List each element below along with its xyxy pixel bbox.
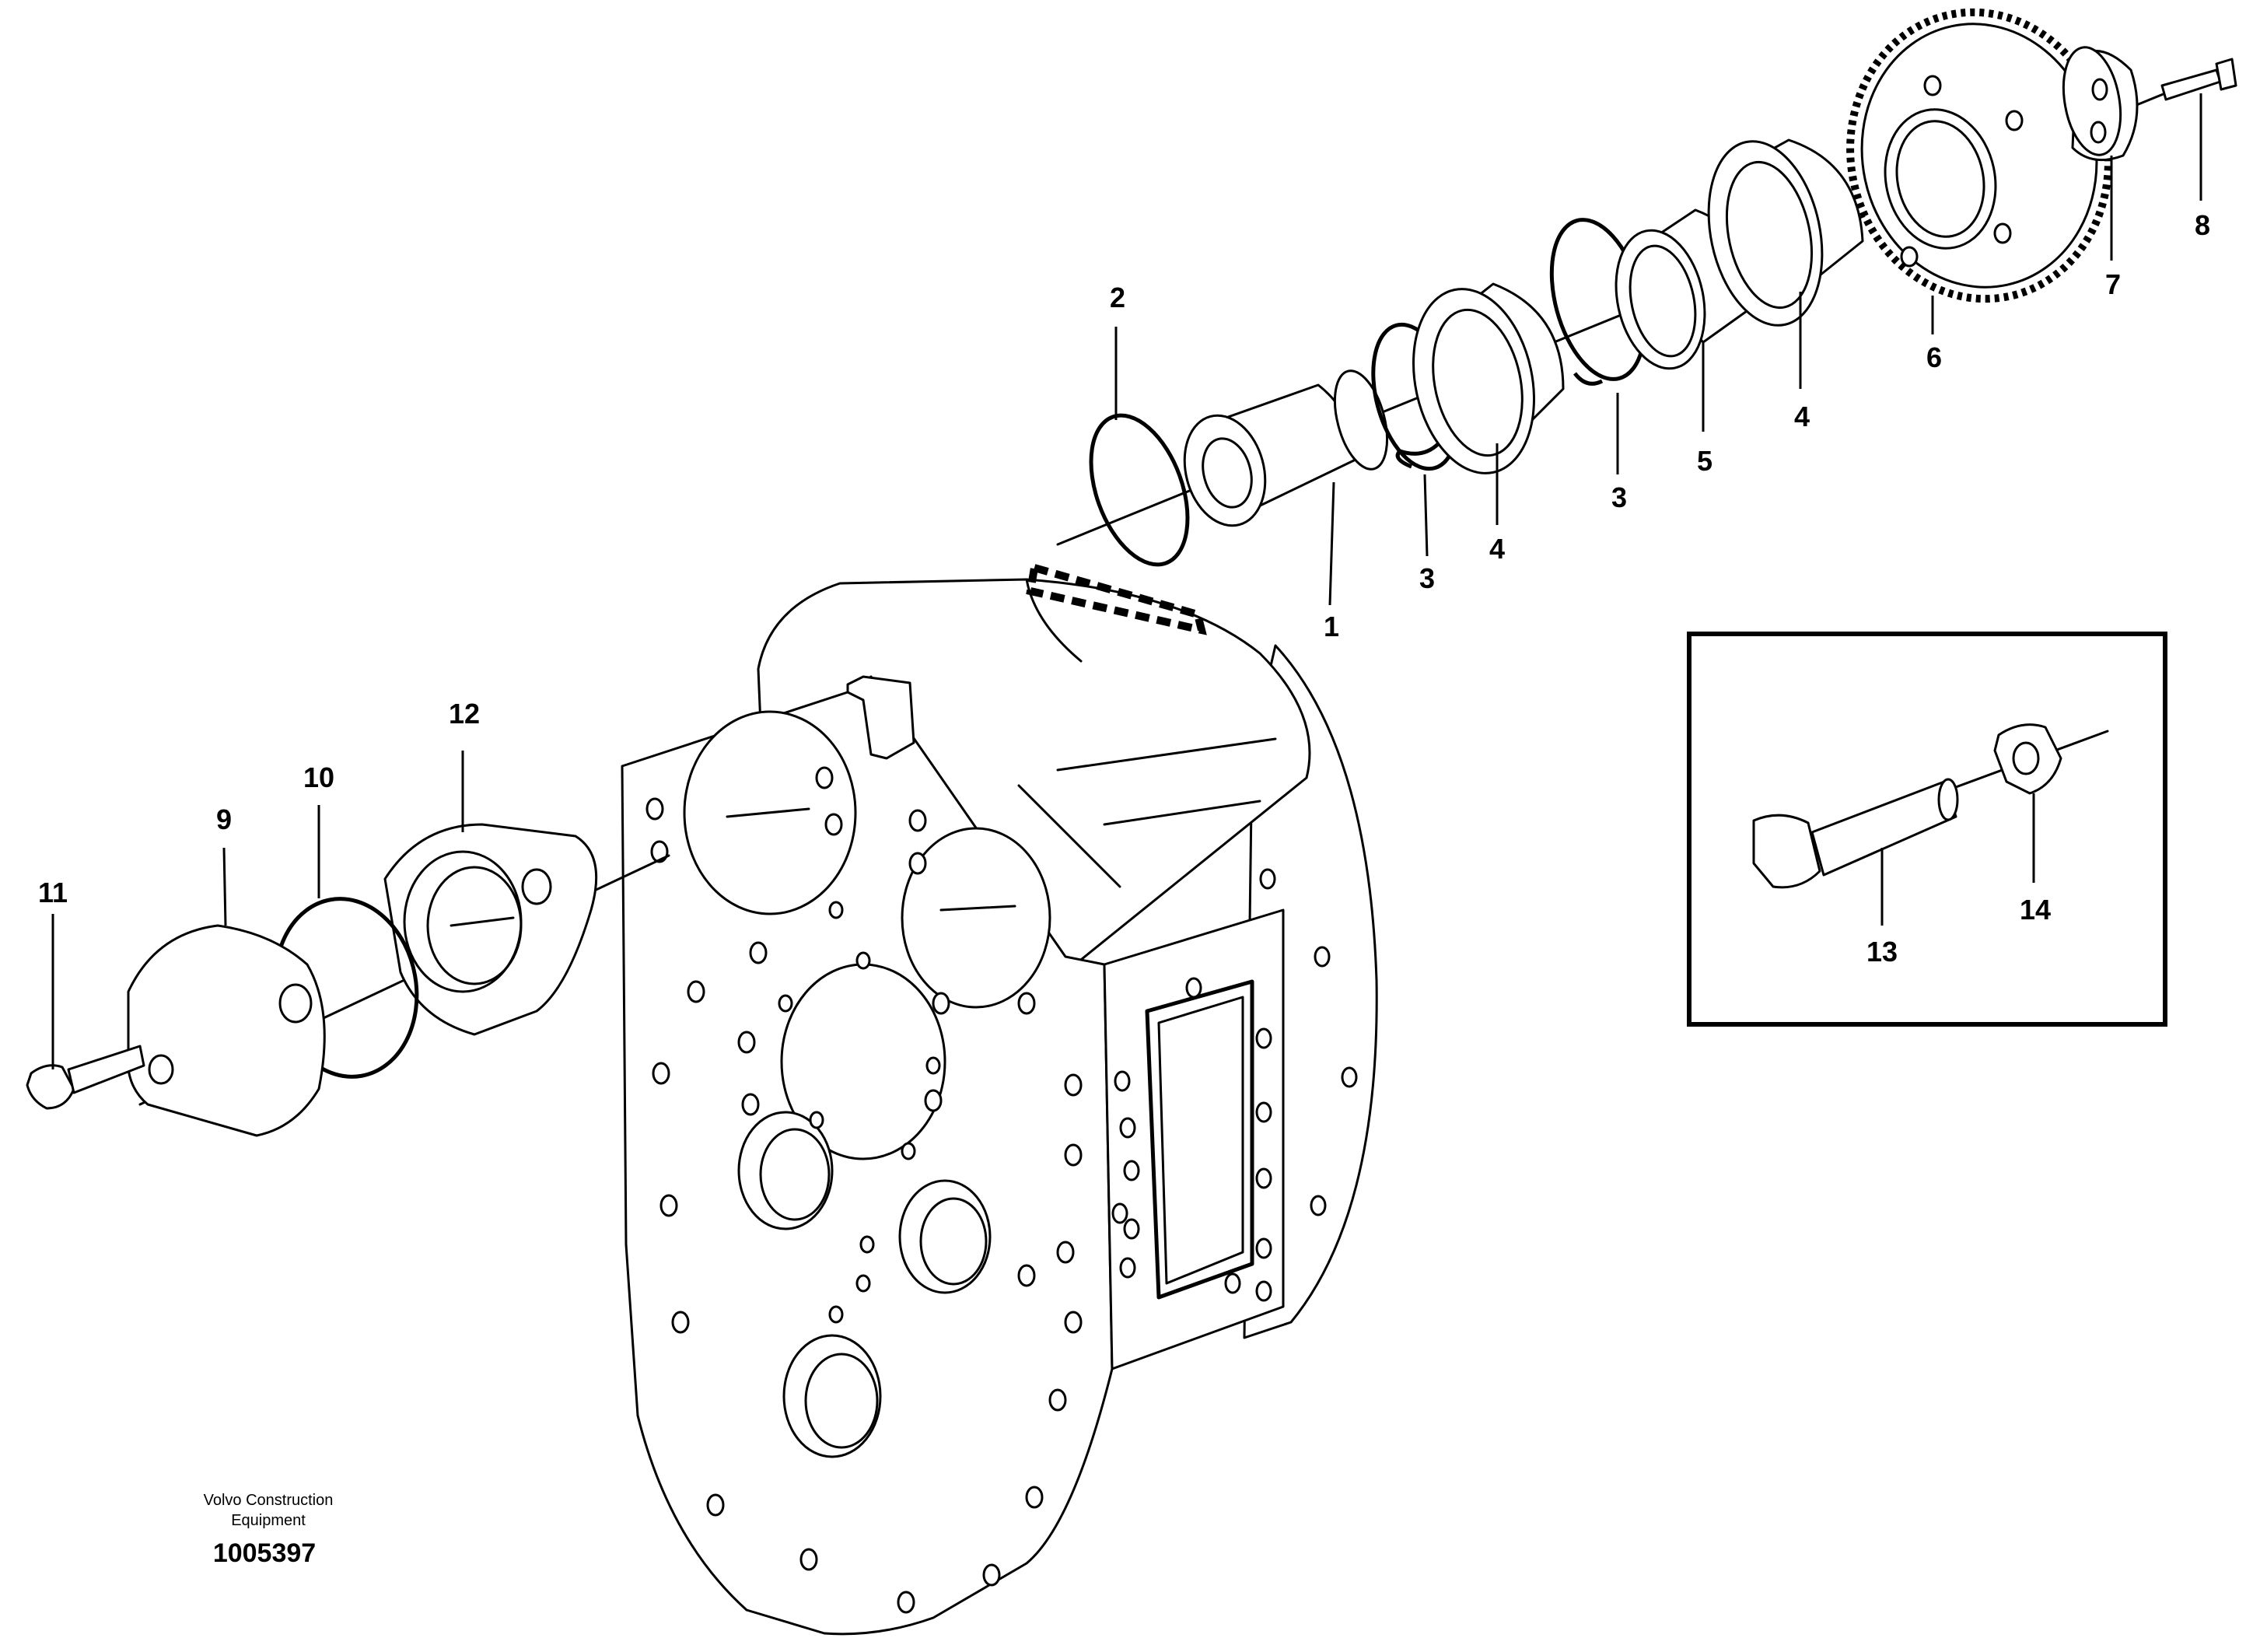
callout-3a: 3 — [1419, 562, 1435, 594]
callout-8: 8 — [2195, 209, 2210, 241]
callout-7: 7 — [2105, 268, 2121, 300]
gear-housing — [621, 578, 1378, 1636]
callout-10: 10 — [303, 761, 334, 793]
flange-bolt-part-11 — [26, 1045, 145, 1110]
callout-12: 12 — [449, 698, 480, 730]
callout-9: 9 — [216, 803, 232, 835]
credit-line-2: Equipment — [231, 1512, 306, 1529]
shaft-part-1 — [1183, 369, 1389, 527]
callout-2: 2 — [1110, 282, 1125, 313]
leader-lines — [51, 93, 2202, 1069]
large-gear-part-6 — [1846, 8, 2112, 303]
callout-4b: 4 — [1794, 401, 1810, 432]
callout-13: 13 — [1866, 936, 1898, 968]
callout-4a: 4 — [1489, 533, 1505, 565]
inset-detail-box — [1687, 632, 2167, 1027]
o-ring-part-2 — [1089, 413, 1190, 567]
cover-plate-part-9 — [126, 924, 326, 1137]
callout-5: 5 — [1697, 445, 1712, 477]
washer-plate-part-7 — [2062, 46, 2139, 162]
credit-line-1: Volvo Construction — [204, 1492, 334, 1509]
callout-1: 1 — [1324, 611, 1339, 642]
bearing-part-4b — [1707, 138, 1864, 327]
manufacturer-credit: Volvo Construction Equipment 1005397 — [204, 1492, 334, 1568]
document-number: 1005397 — [213, 1538, 316, 1568]
bearing-part-4a — [1412, 282, 1565, 474]
callout-6: 6 — [1926, 341, 1942, 373]
callout-labels: 1 2 3 4 3 5 4 6 7 8 9 10 11 12 13 14 — [38, 209, 2210, 968]
callout-11: 11 — [38, 877, 68, 908]
screw-part-8 — [2160, 58, 2237, 101]
callout-3b: 3 — [1611, 481, 1627, 513]
alignment-dashed-line — [1026, 562, 1207, 635]
flange-housing-part-12 — [383, 823, 598, 1036]
callout-14: 14 — [2020, 894, 2051, 926]
